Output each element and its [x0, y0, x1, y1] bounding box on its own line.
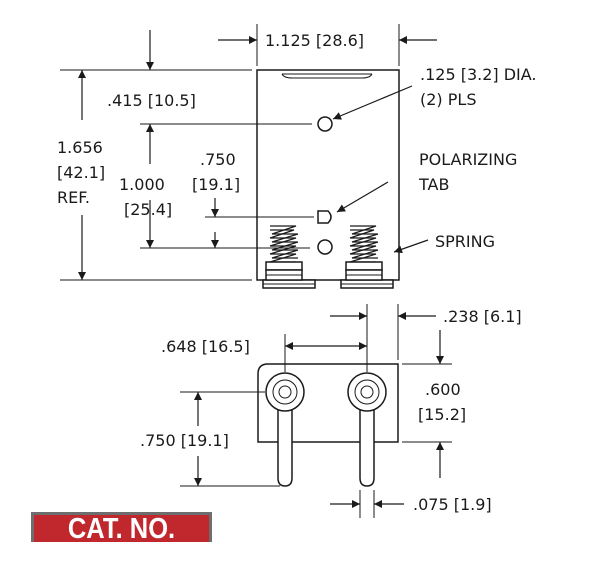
dim-600-line1: .600: [425, 380, 461, 399]
dim-238-label: .238 [6.1]: [443, 307, 522, 326]
top-view: 1.125 [28.6] .125 [3.2] DIA. (2) PLS .41…: [57, 24, 537, 289]
dim-750-line1: .750: [200, 150, 236, 169]
polarizing-tab-line1: POLARIZING: [419, 150, 517, 169]
dim-1000-line2: [25.4]: [124, 200, 172, 219]
catalog-number-badge: CAT. NO. 224: [31, 512, 212, 578]
spring-right: [345, 225, 383, 281]
terminal-left: [265, 372, 305, 487]
dim-600-line2: [15.2]: [418, 405, 466, 424]
dim-415-label: .415 [10.5]: [107, 91, 196, 110]
hole-dimension-label: .125 [3.2] DIA.: [420, 65, 537, 84]
dim-075-label: .075 [1.9]: [413, 495, 492, 514]
dim-750-side-label: .750 [19.1]: [140, 431, 229, 450]
mounting-hole-bottom: [317, 239, 333, 255]
dim-1000-line1: 1.000: [119, 175, 165, 194]
polarizing-tab: [317, 210, 332, 224]
overall-height-line3: REF.: [57, 188, 90, 207]
polarizing-tab-line2: TAB: [418, 175, 449, 194]
technical-drawing: 1.125 [28.6] .125 [3.2] DIA. (2) PLS .41…: [57, 24, 537, 518]
catalog-number-text: CAT. NO. 224: [67, 513, 176, 578]
mounting-hole-top: [317, 116, 333, 132]
overall-height-line1: 1.656: [57, 138, 103, 157]
spring-label: SPRING: [435, 232, 495, 251]
width-dimension-label: 1.125 [28.6]: [265, 31, 364, 50]
overall-height-line2: [42.1]: [57, 163, 105, 182]
side-view: .238 [6.1] .648 [16.5] .600 [15.2] .750 …: [140, 304, 522, 518]
dim-648-label: .648 [16.5]: [161, 337, 250, 356]
hole-quantity-label: (2) PLS: [420, 90, 476, 109]
dim-750-line2: [19.1]: [192, 175, 240, 194]
terminal-right: [347, 372, 387, 487]
spring-left: [265, 225, 303, 281]
